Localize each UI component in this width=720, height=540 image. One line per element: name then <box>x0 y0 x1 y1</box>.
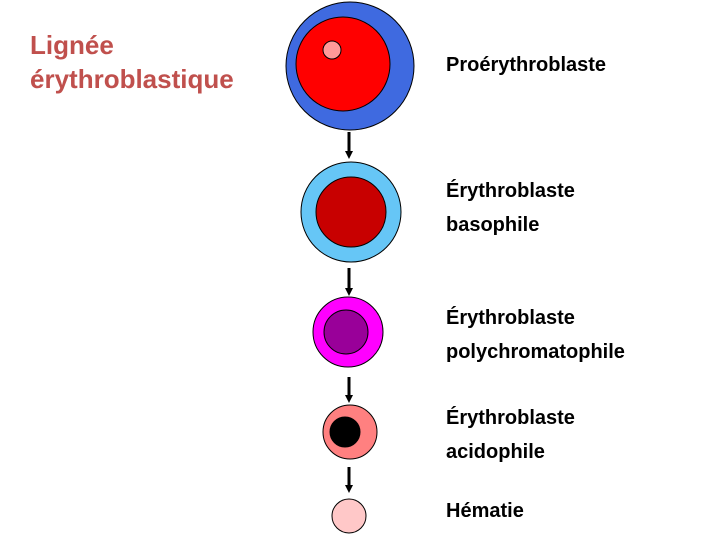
label-proerythroblast: Proérythroblaste <box>446 48 606 82</box>
acidophilic-erythroblast-nucleus <box>329 416 361 448</box>
proerythroblast-nucleolus <box>322 40 342 60</box>
label-red-blood-cell: Hématie <box>446 494 524 528</box>
label-basophilic-erythroblast: Érythroblaste basophile <box>446 174 575 242</box>
label-red-blood-cell-line-1: Hématie <box>446 500 524 522</box>
diagram-title: Lignée érythroblastique <box>30 28 234 96</box>
red-blood-cell <box>331 498 367 534</box>
title-line-2: érythroblastique <box>30 64 234 94</box>
title-line-1: Lignée <box>30 30 114 60</box>
label-polychromatophilic-erythroblast: Érythroblaste polychromatophile <box>446 301 625 369</box>
label-polychromatophilic-line-2: polychromatophile <box>446 341 625 363</box>
label-polychromatophilic-line-1: Érythroblaste <box>446 307 575 329</box>
proerythroblast-nucleus <box>295 16 391 112</box>
label-acidophilic-line-1: Érythroblaste <box>446 407 575 429</box>
polychromatophilic-erythroblast-nucleus <box>323 309 369 355</box>
label-basophilic-line-1: Érythroblaste <box>446 180 575 202</box>
label-acidophilic-erythroblast: Érythroblaste acidophile <box>446 401 575 469</box>
label-basophilic-line-2: basophile <box>446 214 540 236</box>
basophilic-erythroblast-nucleus <box>315 176 387 248</box>
label-acidophilic-line-2: acidophile <box>446 441 545 463</box>
label-proerythroblast-line-1: Proérythroblaste <box>446 54 607 76</box>
